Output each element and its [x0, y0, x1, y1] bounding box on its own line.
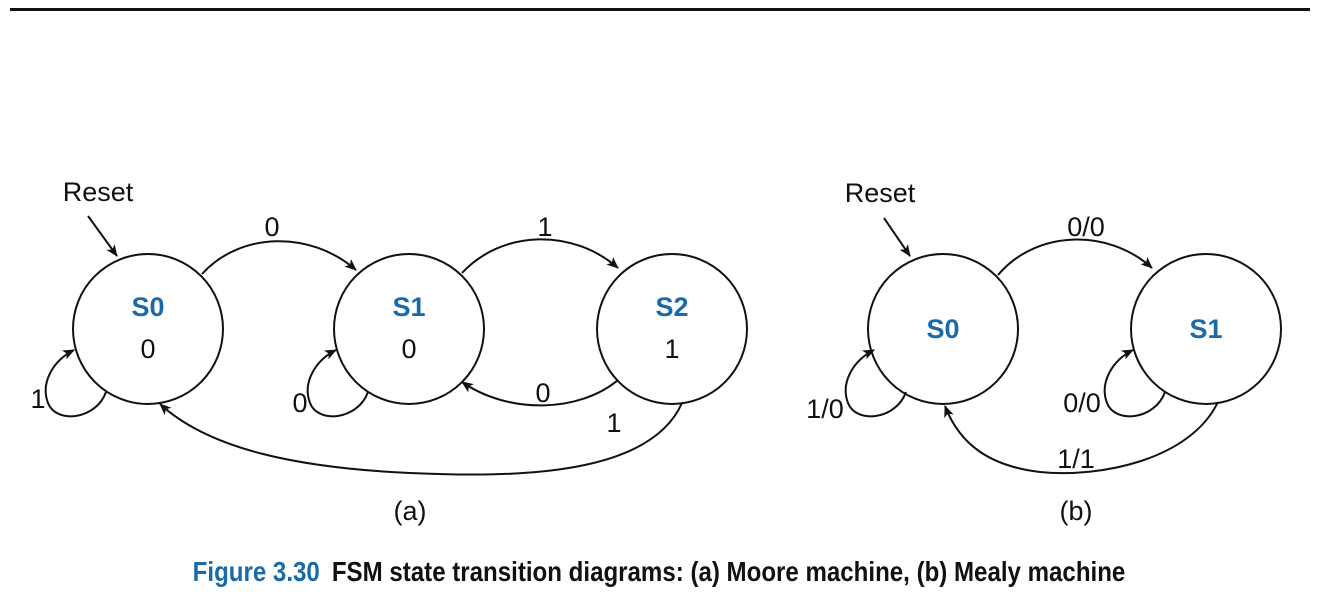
moore-state-s1: S1 0 — [333, 253, 485, 405]
transition-arrow — [997, 238, 1153, 276]
fsm-diagrams: Reset S0 0 S1 0 S2 1 1 0 0 — [30, 177, 1282, 526]
moore-transition-s0-self: 1 — [30, 349, 107, 418]
moore-transition-s1-s2: 1 — [461, 212, 619, 274]
moore-reset-label: Reset — [63, 177, 134, 207]
top-rule — [10, 8, 1310, 11]
transition-arrow — [159, 402, 683, 476]
moore-state-s2: S2 1 — [596, 253, 748, 405]
moore-panel-label: (a) — [394, 496, 427, 526]
moore-transition-s2-s1: 0 — [461, 378, 619, 408]
state-name: S1 — [392, 292, 425, 322]
mealy-transition-s0-s1: 0/0 — [997, 212, 1153, 276]
moore-diagram: Reset S0 0 S1 0 S2 1 1 0 0 — [30, 177, 748, 526]
figure-caption: Figure 3.30 FSM state transition diagrams… — [92, 556, 1225, 588]
transition-arrow — [844, 349, 907, 418]
state-name: S0 — [131, 292, 164, 322]
moore-transition-s0-s1: 0 — [201, 212, 357, 275]
transition-label: 1 — [606, 408, 621, 438]
mealy-reset-arrow — [883, 217, 911, 257]
state-circle — [72, 253, 224, 405]
figure-number: Figure 3.30 — [192, 556, 320, 587]
state-circle — [1130, 253, 1282, 405]
mealy-transition-s1-self: 0/0 — [1063, 349, 1166, 418]
state-name: S0 — [926, 314, 959, 344]
mealy-transition-s1-s0: 1/1 — [944, 401, 1219, 475]
transition-arrow — [944, 401, 1219, 475]
transition-arrow — [44, 349, 107, 418]
moore-state-s0: S0 0 — [72, 253, 224, 405]
mealy-panel-label: (b) — [1060, 496, 1093, 526]
transition-arrow — [306, 349, 369, 418]
state-circle — [333, 253, 485, 405]
mealy-state-s1: S1 — [1130, 253, 1282, 405]
state-name: S1 — [1189, 314, 1222, 344]
transition-label: 0 — [292, 388, 307, 418]
state-output: 0 — [401, 334, 416, 364]
transition-arrow — [1103, 349, 1166, 418]
state-circle — [867, 253, 1019, 405]
transition-arrow — [461, 238, 619, 274]
transition-label: 1 — [537, 212, 552, 242]
transition-label: 1 — [30, 384, 45, 414]
mealy-transition-s0-self: 1/0 — [806, 349, 907, 424]
transition-arrow — [201, 240, 357, 275]
mealy-state-s0: S0 — [867, 253, 1019, 405]
state-output: 1 — [664, 334, 679, 364]
mealy-reset-label: Reset — [845, 178, 916, 208]
transition-arrow — [461, 379, 619, 407]
mealy-diagram: Reset S0 S1 1/0 0/0 0/0 1/1 (b) — [806, 178, 1282, 526]
transition-label: 0/0 — [1063, 388, 1101, 418]
state-output: 0 — [140, 334, 155, 364]
moore-transition-s1-self: 0 — [292, 349, 369, 418]
state-name: S2 — [655, 292, 688, 322]
figure-caption-text: FSM state transition diagrams: (a) Moore… — [331, 556, 1126, 587]
transition-label: 0 — [264, 212, 279, 242]
transition-label: 1/1 — [1057, 444, 1095, 474]
transition-label: 1/0 — [806, 394, 844, 424]
transition-label: 0/0 — [1067, 212, 1105, 242]
state-circle — [596, 253, 748, 405]
transition-label: 0 — [535, 378, 550, 408]
moore-transition-s2-s0: 1 — [159, 402, 683, 476]
moore-reset-arrow — [87, 215, 118, 257]
